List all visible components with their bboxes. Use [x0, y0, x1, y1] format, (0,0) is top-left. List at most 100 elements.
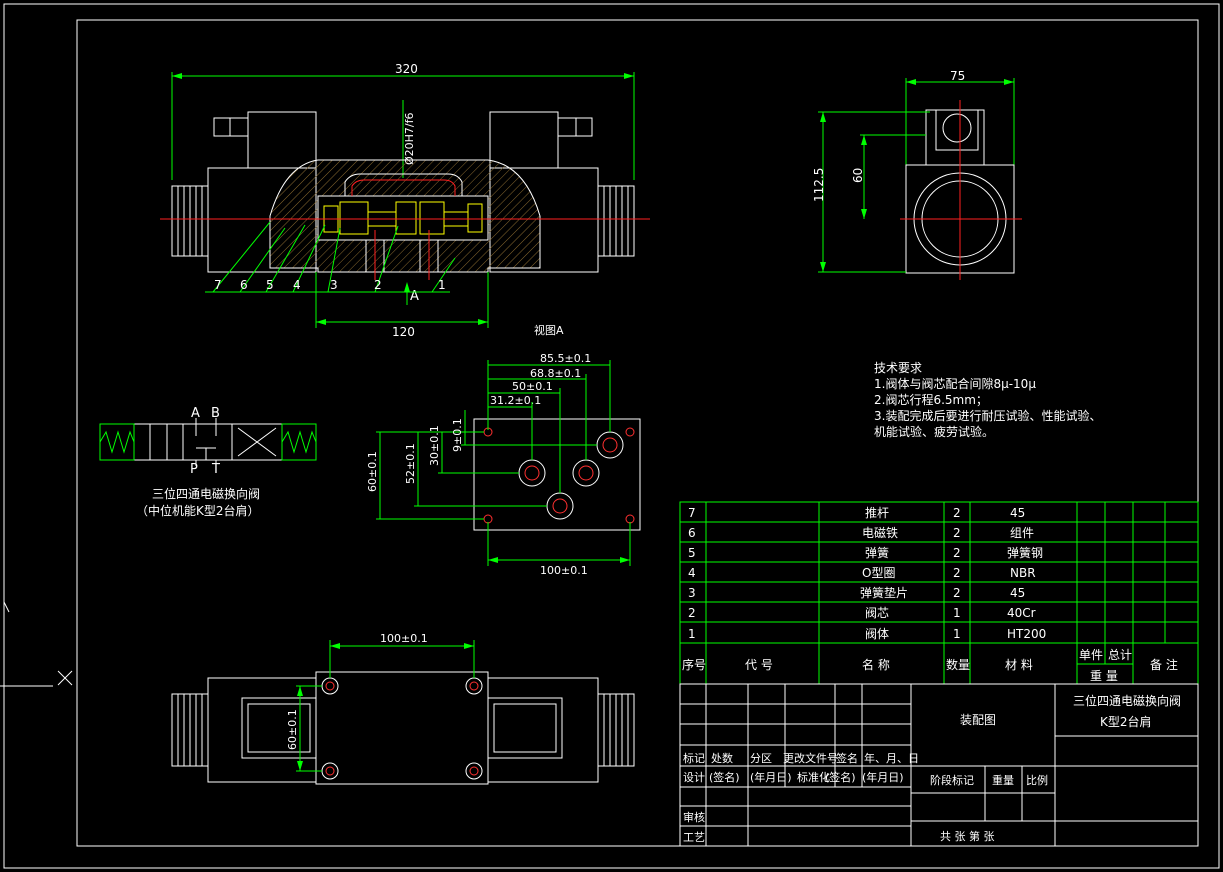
part-2: 2 — [374, 278, 382, 292]
port-face-view: 视图A 85.5±0.1 68.8±0.1 50±0.1 31.2±0.1 60… — [366, 323, 641, 577]
dim-85-5: 85.5±0.1 — [540, 352, 591, 365]
tb-count: 处数 — [711, 752, 733, 765]
tech-line-1: 1.阀体与阀芯配合间隙8μ-10μ — [874, 376, 1036, 391]
dim-52: 52±0.1 — [404, 443, 417, 484]
dim-31-2: 31.2±0.1 — [490, 394, 541, 407]
port-t-symbol: T — [211, 462, 220, 477]
outer-frame — [3, 3, 1220, 869]
tech-line-4: 机能试验、疲劳试验。 — [874, 424, 994, 439]
tech-title: 技术要求 — [874, 361, 922, 375]
tb-mark: 标记 — [683, 751, 705, 765]
side-view: 75 112.5 60 — [812, 69, 1022, 280]
product-name-2: K型2台肩 — [1100, 714, 1152, 729]
bom-material: NBR — [1010, 566, 1036, 580]
bom-material: 弹簧钢 — [1007, 545, 1043, 560]
bom-header-unit: 单件 — [1079, 648, 1103, 662]
bom-header-no: 序号 — [682, 657, 706, 672]
bom-header-total: 总计 — [1108, 648, 1132, 662]
tb-date2: (年月日) — [750, 770, 792, 784]
port-a-symbol: A — [191, 406, 200, 421]
dim-30: 30±0.1 — [428, 425, 441, 466]
bom-header-code: 代 号 — [745, 658, 773, 672]
dim-overall-length: 320 — [395, 62, 418, 76]
drawing-name: 装配图 — [960, 713, 996, 727]
tb-date: 年、月、日 — [864, 751, 919, 765]
tb-scale: 比例 — [1026, 773, 1048, 787]
dim-60: 60±0.1 — [366, 451, 379, 492]
dim-9: 9±0.1 — [451, 418, 464, 452]
bom-material: HT200 — [1007, 627, 1046, 641]
bom-material: 40Cr — [1007, 606, 1036, 620]
tb-review: 审核 — [683, 810, 705, 824]
bom-name: 弹簧垫片 — [860, 585, 908, 600]
bom-header-name: 名 称 — [862, 657, 890, 672]
bom-qty: 1 — [953, 627, 961, 641]
bom-row: 5 弹簧 2 弹簧钢 — [688, 545, 1043, 560]
tb-design: 设计 — [683, 771, 705, 784]
dim-side-width: 75 — [950, 69, 965, 83]
tb-weight: 重量 — [992, 773, 1014, 787]
bom-row: 2 阀芯 1 40Cr — [688, 606, 1036, 620]
bom-qty: 2 — [953, 566, 961, 580]
bom-qty: 1 — [953, 606, 961, 620]
dim-100: 100±0.1 — [540, 564, 588, 577]
technical-requirements: 技术要求 1.阀体与阀芯配合间隙8μ-10μ 2.阀芯行程6.5mm； 3.装配… — [874, 361, 1101, 439]
bottom-dim-100: 100±0.1 — [380, 632, 428, 645]
tech-line-2: 2.阀芯行程6.5mm； — [874, 392, 988, 407]
bom-no: 3 — [688, 586, 696, 600]
tb-stage: 阶段标记 — [930, 773, 974, 787]
bom-row: 6 电磁铁 2 组件 — [688, 525, 1034, 540]
tb-date3: (年月日) — [862, 770, 904, 784]
bom-name: O型圈 — [862, 566, 895, 580]
tb-sign3: (签名) — [825, 770, 856, 784]
bom-qty: 2 — [953, 526, 961, 540]
arrow-a-label: A — [410, 289, 419, 304]
bom-name: 推杆 — [865, 506, 889, 520]
bom-name: 弹簧 — [865, 545, 889, 560]
dim-50: 50±0.1 — [512, 380, 553, 393]
front-section-view: 320 Ø20H7/f6 — [160, 62, 650, 339]
view-a-label: 视图A — [534, 323, 564, 337]
part-5: 5 — [266, 278, 274, 292]
part-1: 1 — [438, 278, 446, 292]
port-p-symbol: P — [190, 462, 198, 477]
bom-header-qty: 数量 — [946, 657, 970, 672]
bom-row: 1 阀体 1 HT200 — [688, 627, 1046, 641]
part-7: 7 — [214, 278, 222, 292]
bom-row: 7 推杆 2 45 — [688, 506, 1025, 520]
symbol-caption-2: （中位机能K型2台肩） — [136, 503, 260, 518]
dim-bore-fit: Ø20H7/f6 — [403, 112, 416, 165]
bom-no: 7 — [688, 506, 696, 520]
bom-name: 阀体 — [865, 627, 889, 641]
bom-no: 1 — [688, 627, 696, 641]
bom-header-material: 材 料 — [1005, 658, 1033, 672]
bottom-dim-60: 60±0.1 — [286, 709, 299, 750]
bom-table: 7 推杆 2 45 6 电磁铁 2 组件 5 弹簧 2 弹簧钢 4 O型圈 2 … — [679, 501, 1199, 685]
bom-no: 4 — [688, 566, 696, 580]
bottom-view: 100±0.1 60±0.1 — [171, 632, 635, 785]
tb-sign: 签名 — [836, 751, 858, 765]
dim-68-8: 68.8±0.1 — [530, 367, 581, 380]
tb-standard: 标准化 — [797, 770, 830, 784]
symbol-caption-1: 三位四通电磁换向阀 — [152, 486, 260, 501]
crosshair-cursor — [0, 601, 73, 687]
bom-material: 45 — [1010, 586, 1025, 600]
bom-header-weight: 重 量 — [1090, 669, 1118, 683]
bom-header-remark: 备 注 — [1150, 657, 1178, 672]
bom-qty: 2 — [953, 506, 961, 520]
bom-material: 45 — [1010, 506, 1025, 520]
product-name-1: 三位四通电磁换向阀 — [1073, 693, 1181, 708]
part-6: 6 — [240, 278, 248, 292]
tech-line-3: 3.装配完成后要进行耐压试验、性能试验、 — [874, 408, 1101, 423]
port-b-symbol: B — [211, 406, 220, 421]
part-3: 3 — [330, 278, 338, 292]
tb-zone: 分区 — [750, 752, 772, 765]
inner-frame — [76, 19, 1199, 847]
bom-name: 电磁铁 — [862, 525, 898, 540]
bom-no: 5 — [688, 546, 696, 560]
tb-doc-no: 更改文件号 — [783, 751, 838, 765]
bom-row: 4 O型圈 2 NBR — [688, 566, 1036, 580]
bom-name: 阀芯 — [865, 606, 889, 620]
